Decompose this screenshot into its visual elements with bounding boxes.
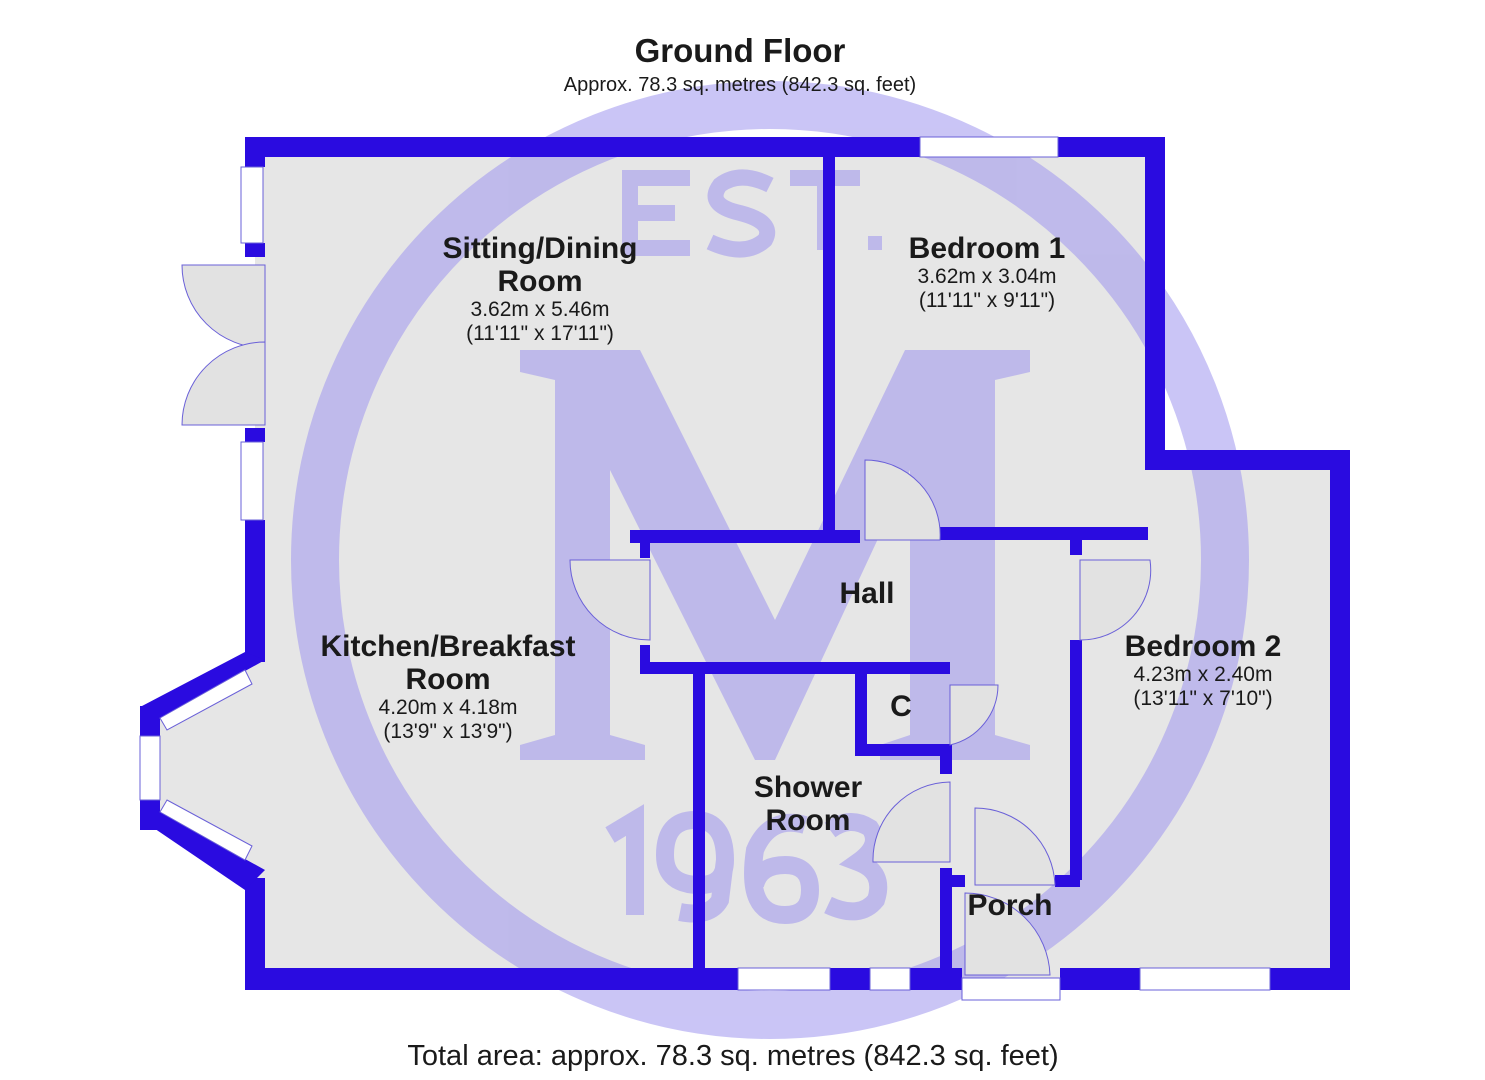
room-label-kitchen: Kitchen/Breakfast Room 4.20m x 4.18m (13…	[320, 630, 575, 744]
room-name: Hall	[839, 577, 895, 610]
room-name: Room	[765, 804, 851, 837]
total-area: Total area: approx. 78.3 sq. metres (842…	[407, 1040, 1059, 1072]
room-label-hall: Hall	[839, 577, 894, 610]
room-label-porch: Porch	[967, 889, 1052, 922]
room-name: Porch	[967, 889, 1053, 922]
room-name: C	[890, 690, 912, 723]
floor-title: Ground Floor	[634, 32, 846, 69]
room-name: Room	[405, 663, 491, 696]
watermark-logo	[291, 81, 1249, 1039]
room-label-sitting-dining: Sitting/Dining Room 3.62m x 5.46m (11'11…	[443, 232, 638, 346]
room-name: Bedroom 2	[1124, 630, 1282, 663]
windows	[139, 136, 1271, 1001]
room-label-bedroom-1: Bedroom 1 3.62m x 3.04m (11'11" x 9'11")	[909, 232, 1066, 313]
room-name: Kitchen/Breakfast	[320, 630, 576, 663]
room-label-cupboard: C	[890, 690, 912, 723]
door-swings	[181, 264, 1152, 976]
room-imperial: (13'11" x 7'10")	[1133, 687, 1273, 710]
room-name: Sitting/Dining	[442, 232, 638, 265]
watermark-m-shape	[520, 350, 1030, 760]
room-imperial: (13'9" x 13'9")	[383, 720, 513, 743]
room-metric: 4.23m x 2.40m	[1133, 663, 1273, 686]
room-label-shower: Shower Room	[754, 771, 862, 837]
room-name: Shower	[753, 771, 863, 804]
room-metric: 3.62m x 5.46m	[470, 298, 610, 321]
room-metric: 3.62m x 3.04m	[917, 265, 1057, 288]
floor-area-subtitle: Approx. 78.3 sq. metres (842.3 sq. feet)	[563, 74, 917, 96]
room-imperial: (11'11" x 17'11")	[466, 322, 614, 345]
room-label-bedroom-2: Bedroom 2 4.23m x 2.40m (13'11" x 7'10")	[1125, 630, 1282, 711]
room-imperial: (11'11" x 9'11")	[918, 289, 1056, 312]
room-metric: 4.20m x 4.18m	[378, 696, 518, 719]
room-name: Bedroom 1	[908, 232, 1066, 265]
room-name: Room	[497, 265, 583, 298]
